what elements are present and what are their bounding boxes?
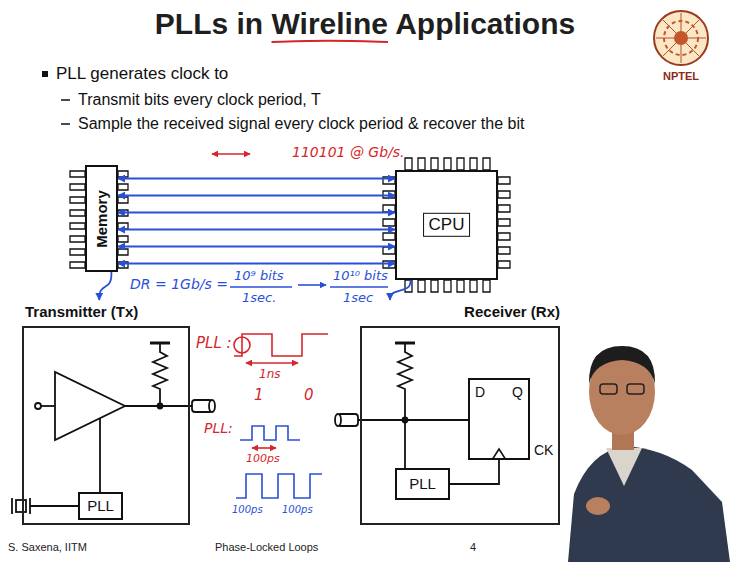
transmitter-circuit (12, 343, 215, 514)
memory-chip: Memory (85, 165, 118, 272)
block-heading: Receiver (Rx) (464, 303, 560, 321)
presenter-video (568, 346, 730, 562)
clock-waveforms (234, 334, 328, 498)
pin-name: CK (534, 442, 553, 459)
hand-underline (272, 41, 388, 42)
bit-value: 1 (254, 386, 264, 404)
receiver-circuit (335, 343, 468, 468)
data-rate-note: DR = 1Gb/s = (130, 276, 228, 293)
bullet-square (42, 71, 48, 77)
cpu-chip: CPU (395, 170, 498, 280)
sub-bullet-text: Sample the received signal every clock p… (78, 114, 524, 133)
clock-wave (240, 426, 300, 440)
footer-author: S. Saxena, IITM (8, 541, 87, 554)
logo-gear (664, 21, 698, 55)
handwritten-marks (212, 154, 388, 287)
period-arrow (252, 447, 276, 449)
receiver-block: Receiver (Rx) PLL D Q CK (360, 300, 560, 525)
pin-name: Q (512, 384, 523, 401)
period-label: 100ps (246, 452, 280, 465)
input-terminal (35, 403, 41, 409)
bus-arrow (390, 280, 410, 300)
resistor-symbol (398, 343, 412, 420)
wire (99, 418, 101, 492)
wire (30, 505, 78, 507)
junction-dot (158, 404, 163, 409)
fraction-bar (230, 286, 292, 288)
block-outline (360, 326, 560, 525)
clock-wave (236, 474, 322, 498)
hand-highlight (417, 208, 477, 242)
page-number: 4 (470, 541, 476, 554)
slide-title: PLLs in Wireline Applications (0, 6, 730, 42)
logo-text: NPTEL (663, 70, 699, 83)
logo-spokes (656, 13, 706, 63)
pll-box: PLL (78, 492, 123, 520)
cpu-pins (383, 158, 510, 292)
coax-connector (209, 400, 215, 412)
logo-center (674, 31, 688, 45)
bus-arrow (99, 272, 111, 300)
node-label: CPU (423, 213, 471, 237)
edge-circle (234, 337, 250, 353)
buffer-symbol (55, 372, 125, 440)
node-label: Memory (93, 190, 111, 248)
fraction-denominator: 1sec. (242, 290, 276, 306)
sub-bullet-text: Transmit bits every clock period, T (78, 90, 321, 109)
bullet-dash (61, 123, 70, 125)
bus-arrow (118, 263, 395, 265)
block-heading: Transmitter (Tx) (25, 303, 138, 321)
fraction-numerator: 10¹⁰ bits (333, 268, 388, 284)
wire (404, 420, 406, 468)
transmitter-block: Transmitter (Tx) PLL (22, 300, 190, 525)
fraction-numerator: 10⁹ bits (234, 268, 284, 284)
clock-wave (234, 334, 328, 356)
footer-title: Phase-Locked Loops (215, 541, 318, 554)
period-label: 100ps (282, 504, 313, 516)
bus-arrow (118, 212, 395, 214)
fraction-denominator: 1sec (343, 290, 373, 306)
bus-arrow (118, 195, 395, 197)
resistor-symbol (153, 343, 167, 406)
double-arrow (212, 153, 250, 155)
waveform-label: PLL: (204, 420, 233, 437)
pin-name: D (475, 384, 485, 401)
waveform-label: PLL : (196, 334, 232, 352)
nptel-logo (654, 11, 708, 65)
clock-triangle (492, 449, 506, 460)
chip-pins (70, 158, 510, 292)
node-label: PLL (409, 475, 436, 493)
bus-arrow (118, 246, 395, 248)
crystal-symbol (11, 498, 13, 514)
bullet-text: PLL generates clock to (56, 64, 228, 84)
bit-stream-note: 110101 @ Gb/s. (292, 144, 405, 161)
node-label: PLL (87, 497, 114, 515)
logo-ring (654, 11, 708, 65)
pll-box: PLL (395, 468, 450, 500)
arrow (298, 284, 326, 286)
period-label: 1ns (259, 367, 281, 381)
period-arrow (246, 362, 298, 364)
coax-connector (335, 414, 341, 426)
bit-value: 0 (304, 386, 314, 404)
clock-wire (450, 460, 499, 484)
fraction-bar (330, 286, 388, 288)
presenter-body (568, 446, 730, 562)
presenter-hair (589, 346, 655, 384)
bus-arrow (118, 229, 395, 231)
presenter-glasses (600, 384, 617, 394)
bus-arrow (118, 178, 395, 180)
presenter-collar (606, 448, 642, 486)
bullet-dash (61, 99, 70, 101)
d-flip-flop: DQCK (468, 378, 530, 460)
crystal-symbol (16, 500, 26, 512)
presenter-glasses (627, 384, 644, 394)
wire (358, 419, 468, 421)
period-label: 100ps (232, 504, 263, 516)
wire (41, 405, 55, 407)
presenter-hand (586, 497, 610, 515)
